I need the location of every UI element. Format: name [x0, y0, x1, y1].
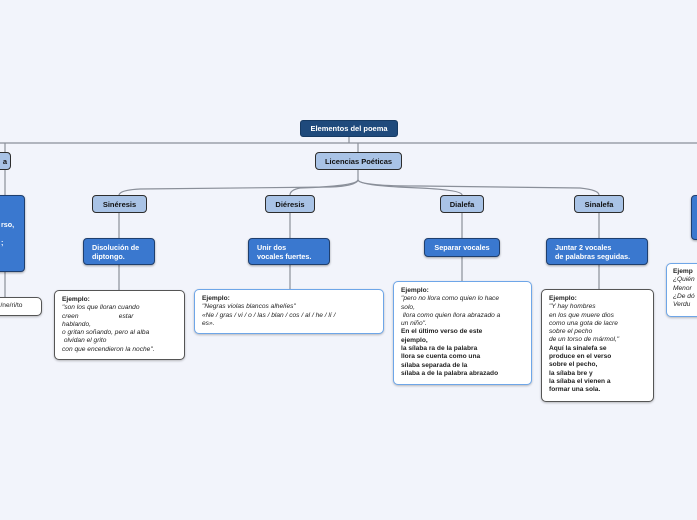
example-text: ¿Quién Menor ¿De dó Verdu [673, 276, 695, 309]
connector-dialefa [357, 179, 463, 196]
topic-dialefa[interactable]: Dialefa [440, 195, 484, 213]
example-note-right-partial[interactable]: Ejemp ¿Quién Menor ¿De dó Verdu [666, 263, 697, 317]
subtopic-dieresis[interactable]: Unir dos vocales fuertes. [248, 238, 330, 265]
example-label: Ejemplo: [62, 296, 90, 303]
example-label: Ejemplo: [202, 295, 230, 302]
connector-sinalefa [357, 179, 600, 196]
topic-sineresis[interactable]: Sinéresis [92, 195, 147, 213]
example-text: "Negras violas blancos alhelíes" «Ne / g… [202, 303, 336, 327]
subtopic-left-partial[interactable]: rso, ; [0, 195, 25, 272]
subtopic-sineresis[interactable]: Disolución de diptongo. [83, 238, 155, 265]
example-label: Ejemp [673, 268, 693, 275]
connector-sineresis [118, 170, 359, 196]
example-text: "pero no llora como quien lo hace solo, … [401, 295, 501, 328]
example-explanation: En el último verso de este ejemplo, la s… [401, 328, 499, 377]
topic-sinalefa[interactable]: Sinalefa [574, 195, 624, 213]
subtopic-sinalefa[interactable]: Juntar 2 vocales de palabras seguidas. [546, 238, 648, 265]
root-topic[interactable]: Elementos del poema [300, 120, 398, 137]
example-text: "Y hay hombres en los que muere dios com… [549, 303, 620, 344]
example-note-dieresis[interactable]: Ejemplo: "Negras violas blancos alhelíes… [194, 289, 384, 334]
topic-licencias-poeticas[interactable]: Licencias Poéticas [315, 152, 402, 170]
topic-left-partial[interactable]: a [0, 152, 11, 170]
example-explanation: Aquí la sinalefa se produce en el verso … [549, 344, 612, 394]
topic-dieresis[interactable]: Diéresis [265, 195, 315, 213]
example-text: "son los que lloran cuando creen estar h… [62, 304, 155, 353]
connector-dieresis [289, 179, 359, 196]
example-note-dialefa[interactable]: Ejemplo: "pero no llora como quien lo ha… [393, 281, 532, 385]
example-label: Ejemplo: [549, 295, 577, 302]
subtopic-right-partial[interactable] [691, 195, 697, 240]
example-note-sineresis[interactable]: Ejemplo: "son los que lloran cuando cree… [54, 290, 185, 360]
example-note-left-partial[interactable]: l/ne/ri/to [0, 297, 42, 316]
example-note-sinalefa[interactable]: Ejemplo: "Y hay hombres en los que muere… [541, 289, 654, 402]
example-label: Ejemplo: [401, 287, 429, 294]
subtopic-dialefa[interactable]: Separar vocales [424, 238, 500, 257]
